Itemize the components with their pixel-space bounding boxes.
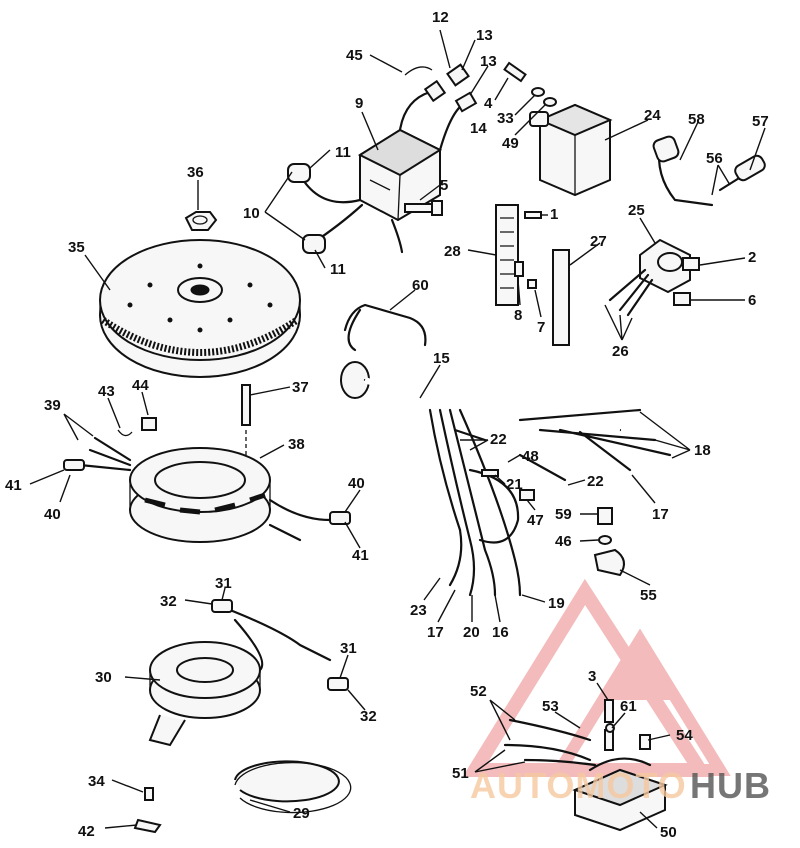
callout-55: 55: [640, 587, 657, 604]
screw-and-washers: [503, 61, 557, 107]
callout-25: 25: [628, 202, 645, 219]
callout-36: 36: [187, 164, 204, 181]
callout-8: 8: [514, 307, 522, 324]
flywheel: [99, 239, 301, 378]
timer-base: [148, 641, 261, 747]
stator-leads-right: [268, 498, 351, 542]
watermark-word-1: AUTOMOTO: [470, 765, 687, 806]
callout-44: 44: [132, 377, 149, 394]
callout-61: 61: [620, 698, 637, 715]
callout-13: 13: [480, 53, 497, 70]
plug-boots: [652, 135, 766, 207]
callout-18: 18: [694, 442, 711, 459]
callout-21: 21: [506, 476, 523, 493]
stator-leads-left: [63, 436, 132, 472]
callout-47: 47: [527, 512, 544, 529]
callout-31: 31: [340, 640, 357, 657]
rectifier: [608, 238, 700, 317]
callout-17: 17: [427, 624, 444, 641]
ignition-coil: [529, 103, 613, 197]
retaining-ring: [234, 760, 352, 814]
callout-54: 54: [676, 727, 693, 744]
callout-35: 35: [68, 239, 85, 256]
callout-16: 16: [492, 624, 509, 641]
callout-45: 45: [346, 47, 363, 64]
callout-3: 3: [588, 668, 596, 685]
callout-2: 2: [748, 249, 756, 266]
callout-12: 12: [432, 9, 449, 26]
watermark-word-2: HUB: [690, 765, 771, 806]
callout-59: 59: [555, 506, 572, 523]
callout-28: 28: [444, 243, 461, 260]
timer-leads: [211, 599, 349, 691]
callout-50: 50: [660, 824, 677, 841]
callout-52: 52: [470, 683, 487, 700]
terminal-block: [495, 204, 519, 306]
clamp-55: [593, 548, 625, 577]
callout-43: 43: [98, 383, 115, 400]
module-leads: [503, 718, 651, 767]
flywheel-nut: [184, 211, 218, 231]
callout-9: 9: [355, 95, 363, 112]
wiring-harness: [340, 361, 672, 597]
callout-37: 37: [292, 379, 309, 396]
callout-29: 29: [293, 805, 310, 822]
callout-20: 20: [463, 624, 480, 641]
screw-37: [241, 384, 251, 460]
callout-32: 32: [160, 593, 177, 610]
callout-11: 11: [330, 261, 346, 278]
screw-5: [404, 200, 443, 216]
callout-58: 58: [688, 111, 705, 128]
leader-lines: [29, 29, 766, 829]
callout-46: 46: [555, 533, 572, 550]
callout-7: 7: [537, 319, 545, 336]
connectors-top: [398, 63, 478, 152]
callout-10: 10: [243, 205, 260, 222]
callout-40: 40: [348, 475, 365, 492]
callout-19: 19: [548, 595, 565, 612]
callout-15: 15: [433, 350, 450, 367]
callout-22: 22: [490, 431, 507, 448]
callout-38: 38: [288, 436, 305, 453]
callout-14: 14: [470, 120, 487, 137]
callout-24: 24: [644, 107, 661, 124]
callout-41: 41: [352, 547, 369, 564]
callout-27: 27: [590, 233, 607, 250]
callout-4: 4: [484, 95, 493, 112]
callout-1: 1: [550, 206, 558, 223]
watermark-logo: [462, 578, 731, 777]
callout-33: 33: [497, 110, 514, 127]
callout-56: 56: [706, 150, 723, 167]
callout-57: 57: [752, 113, 769, 130]
callout-53: 53: [542, 698, 559, 715]
callout-51: 51: [452, 765, 469, 782]
callout-5: 5: [440, 177, 448, 194]
callout-30: 30: [95, 669, 112, 686]
callout-6: 6: [748, 292, 756, 309]
callout-13: 13: [476, 27, 493, 44]
callout-23: 23: [410, 602, 427, 619]
callout-26: 26: [612, 343, 629, 360]
terminal-strip: [552, 249, 570, 346]
callout-40: 40: [44, 506, 61, 523]
callout-labels: 12 13 45 13 4 14 33 49 24 58 57 56 9 11 …: [5, 9, 769, 841]
callout-48: 48: [522, 448, 539, 465]
callout-60: 60: [412, 277, 429, 294]
callout-11: 11: [335, 144, 351, 161]
callout-31: 31: [215, 575, 232, 592]
stator: [129, 447, 271, 543]
callout-22: 22: [587, 473, 604, 490]
callout-17: 17: [652, 506, 669, 523]
callout-41: 41: [5, 477, 22, 494]
watermark-text: AUTOMOTO HUB: [470, 765, 771, 806]
callout-39: 39: [44, 397, 61, 414]
callout-34: 34: [88, 773, 105, 790]
bracket-60: [343, 303, 427, 352]
callout-49: 49: [502, 135, 519, 152]
spark-plug-leads: [287, 163, 364, 254]
callout-42: 42: [78, 823, 95, 840]
callout-32: 32: [360, 708, 377, 725]
